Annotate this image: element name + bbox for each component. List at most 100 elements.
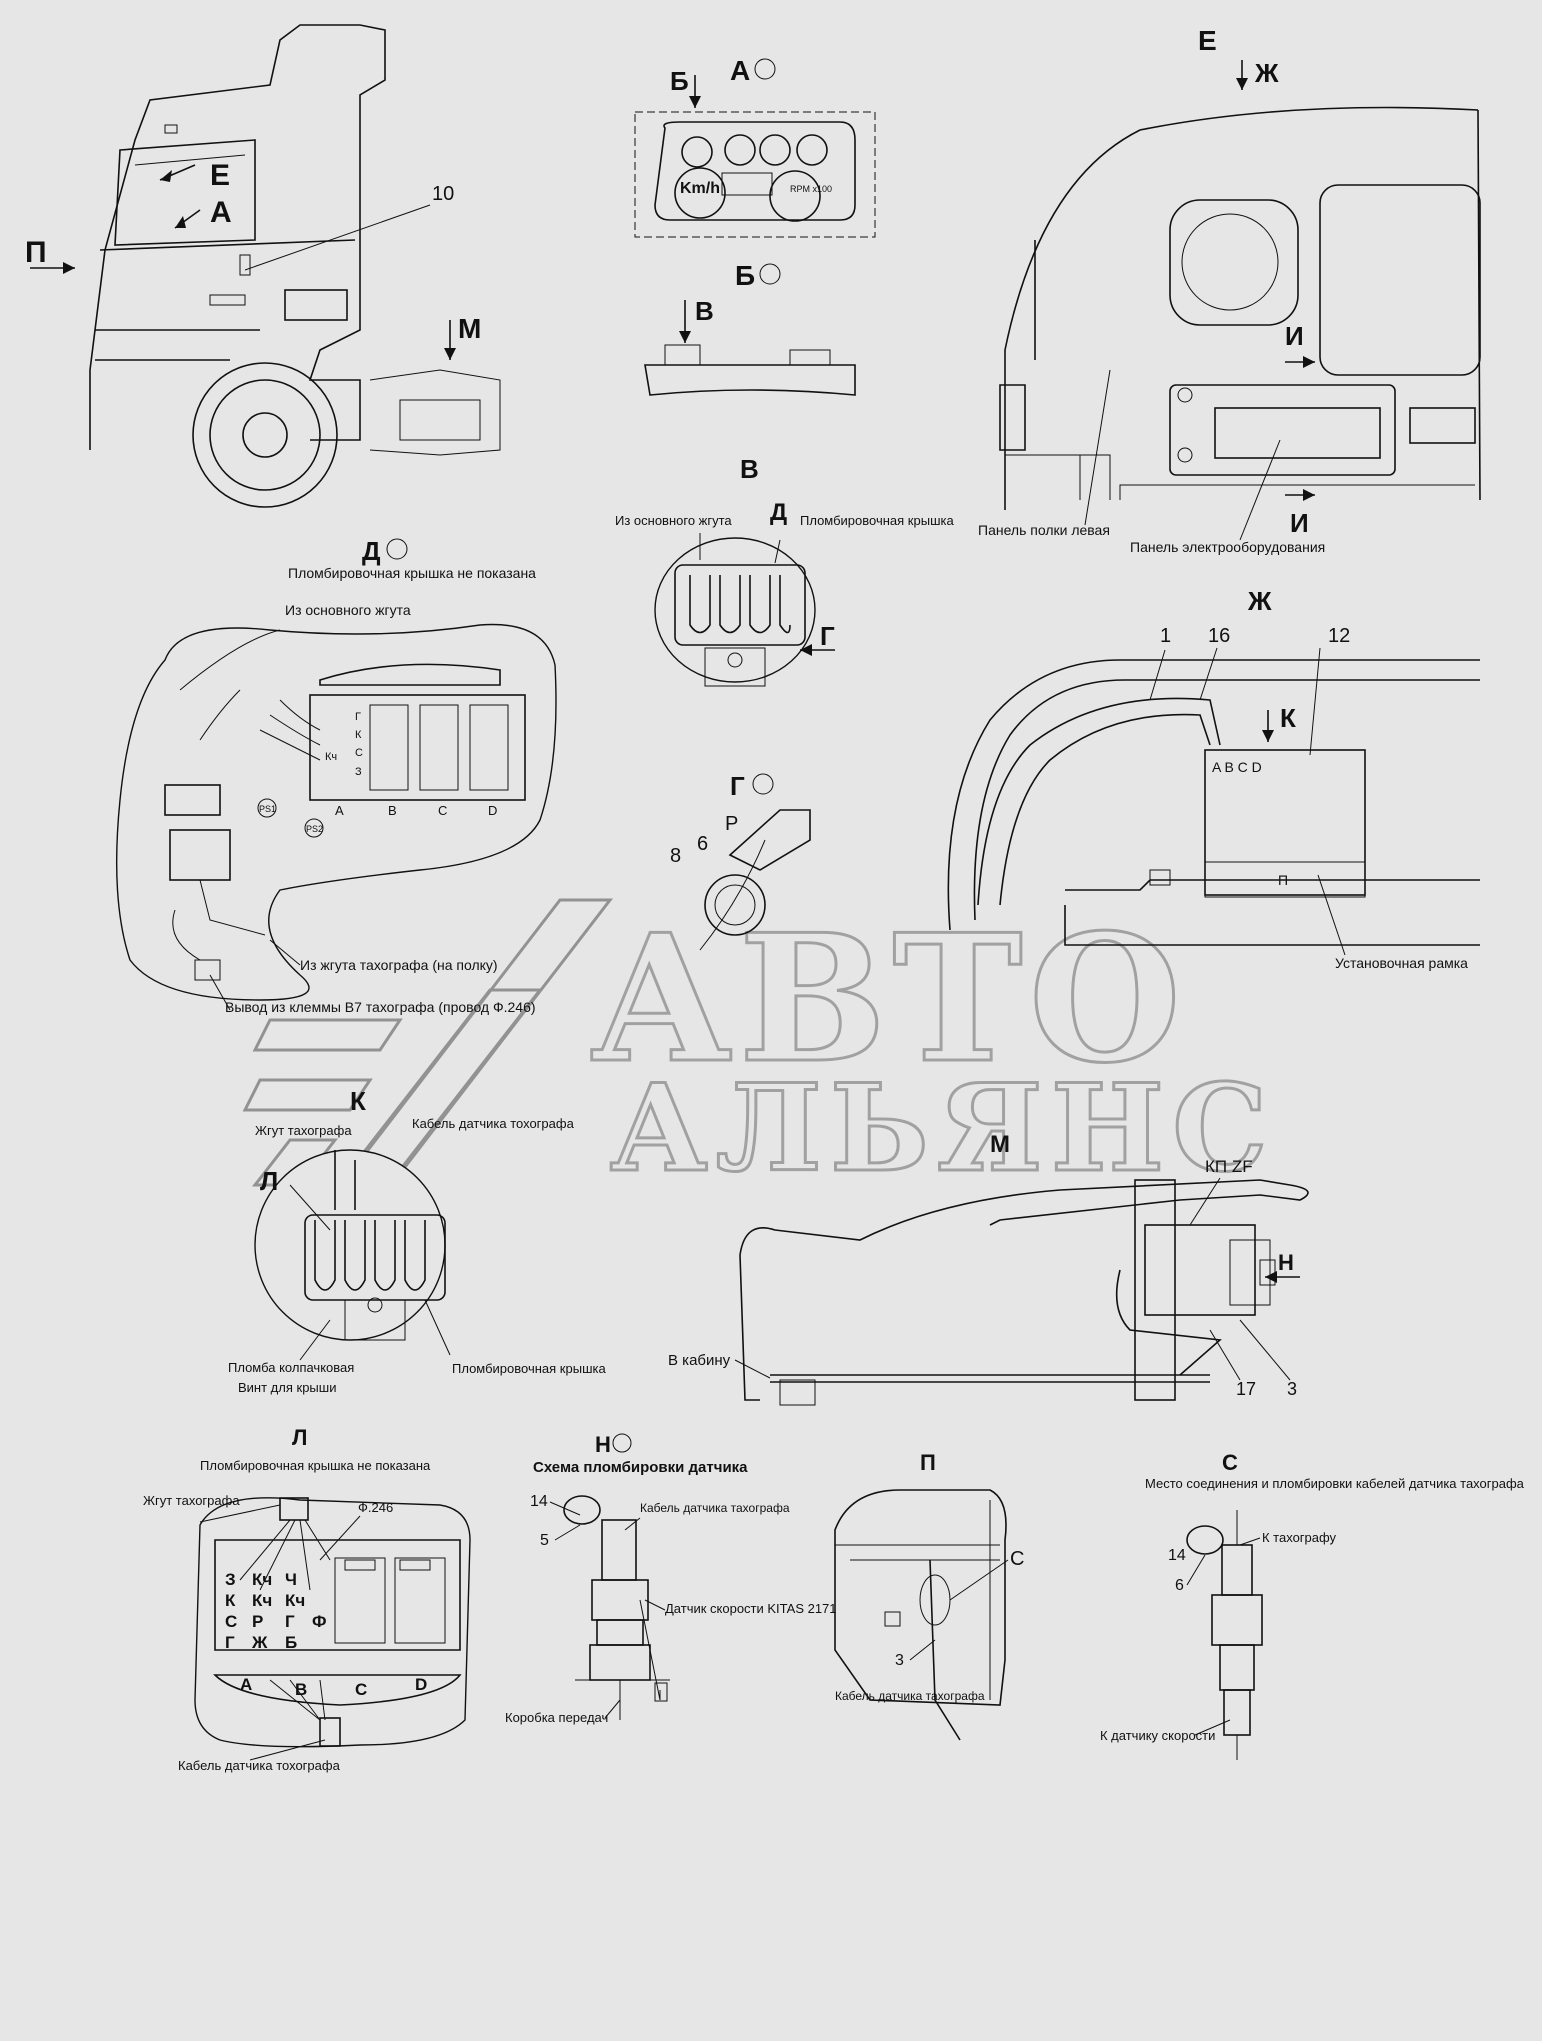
frame-to-cab: В кабину [668,1352,731,1369]
connector-d-socket-C: С [438,803,447,818]
tacho-callout-16: 16 [1208,625,1230,647]
watermark-line1: АВТО [590,897,1187,1102]
connector-l-r2c1: Р [252,1612,263,1631]
connector-l-r1c2: Кч [285,1591,305,1610]
frame-kp-zf: КП ZF [1205,1157,1253,1176]
gauge-rpm: RPM x100 [790,184,832,194]
view-A-title: А [730,55,750,86]
gauge-kmh: Km/h [680,180,720,197]
seal-g-6: 6 [697,833,708,855]
connector-d-socket-A: А [335,803,344,818]
view-V-title: В [740,454,759,484]
connector-d-ps1: PS1 [259,804,276,814]
connector-l-r2c2: Г [285,1612,295,1631]
view-B-console: Б В [644,260,856,396]
connector-l-r1c0: К [225,1591,236,1610]
connector-d-from-tacho: Из жгута тахографа (на полку) [300,957,498,973]
view-S-subtitle: Место соединения и пломбировки кабелей д… [1145,1476,1525,1491]
connector-l-sensor-cable: Кабель датчика тохографа [178,1758,341,1773]
view-P-rear: П С 3 Кабель датчика тахографа [834,1450,1024,1741]
sensor-n-tacho-cable: Кабель датчика тахографа [640,1501,790,1515]
seal-v-cover: Пломбировочная крышка [800,513,954,528]
connector-l-r1c1: Кч [252,1591,272,1610]
shelf-left-panel: Панель полки левая [978,522,1110,538]
connector-l-r3c0: Г [225,1633,235,1652]
connector-d-output-b7: Вывод из клеммы В7 тахографа (провод Ф.2… [225,999,536,1015]
view-G-title: Г [730,771,745,801]
sensor-n-gearbox: Коробка передач [505,1710,608,1725]
connector-l-socket-B: B [295,1680,307,1699]
view-L-title: Л [292,1425,307,1450]
connector-l-r3c2: Б [285,1633,297,1652]
connector-d-pin-2: С [355,747,363,759]
frame-arrow-N: Н [1278,1250,1294,1275]
seal-k-seal-cover: Пломбировочная крышка [452,1361,606,1376]
cab-outline [89,24,386,450]
view-A-marker [754,58,776,80]
connector-l-socket-D: D [415,1675,427,1694]
connector-d-pin-1: К [355,729,362,741]
joint-s-6: 6 [1175,1577,1184,1594]
connector-l-socket-C: C [355,1680,367,1699]
view-E-title: Е [1198,25,1217,56]
connector-d-ps2: PS2 [306,824,323,834]
view-D-title: Д [362,536,381,566]
connector-l-wire-f246: Ф.246 [358,1500,393,1515]
view-N-sensor: Н Схема пломбировки датчика 14 5 Кабель … [505,1432,837,1725]
watermark-line2: АЛЬЯНС [610,1058,1276,1199]
shelf-arrow-I-bottom: И [1290,508,1309,538]
cab-arrow-P: П [25,236,47,269]
tacho-arrow-K: К [1280,703,1296,733]
connector-d-pin-0: Г [355,711,361,723]
seal-v-arrow-D: Д [770,499,787,526]
view-S-title: С [1222,1450,1238,1475]
frame-callout-3: 3 [1287,1379,1297,1399]
tacho-letter-P: П [1278,872,1288,888]
connector-d-pin-4: З [355,766,362,778]
connector-l-r0c1: Кч [252,1570,272,1589]
view-M-frame: М КП ZF Н В кабину 17 3 [668,1131,1309,1406]
connector-l-r0c2: Ч [285,1570,297,1589]
seal-g-8: 8 [670,845,681,867]
view-B-title: Б [735,260,755,291]
shelf-arrow-I-top: И [1285,321,1304,351]
dash-arrow-V: В [695,296,714,326]
seal-g-P: Р [725,813,738,835]
dash-arrow-B: Б [670,66,689,96]
view-A-dashboard: А Б Km/h RPM x100 [634,55,876,238]
connector-l-r3c1: Ж [251,1633,268,1652]
connector-d-socket-D: D [488,803,497,818]
tacho-callout-1: 1 [1160,625,1171,647]
tacho-sockets: A B C D [1212,759,1262,775]
frame-callout-17: 17 [1236,1379,1256,1399]
rear-p-callout-3: 3 [895,1652,904,1669]
sensor-n-14: 14 [530,1493,548,1510]
view-D-connector: Д Пломбировочная крышка не показана Из о… [115,536,557,1015]
seal-v-from-main: Из основного жгута [615,513,732,528]
rear-p-callout-S: С [1010,1548,1024,1570]
view-E-shelf: Е Ж И И Панель полки левая Панель электр… [978,25,1481,555]
tacho-mounting-frame: Установочная рамка [1335,955,1468,971]
watermark: АВТО АЛЬЯНС [242,896,1276,1262]
cab-arrow-E: Е [210,159,230,192]
connector-d-pin-3: Кч [325,751,337,763]
seal-k-harness: Жгут тахографа [255,1123,352,1138]
shelf-arrow-ZH: Ж [1254,58,1279,88]
view-N-subtitle: Схема пломбировки датчика [533,1459,748,1476]
view-P-title: П [920,1450,936,1475]
view-M-title: М [990,1131,1010,1158]
joint-s-14: 14 [1168,1547,1186,1564]
view-G-seal-wire: Г Р 6 8 [670,771,811,951]
seal-k-sensor-cable: Кабель датчика тохографа [412,1116,575,1131]
cab-callout-10: 10 [432,183,454,205]
connector-l-harness: Жгут тахографа [143,1493,240,1508]
view-ZH-tachograph: Ж A B C D П 1 16 12 К Установочная рамка [947,586,1480,971]
view-V-seal: В Из основного жгута Пломбировочная крыш… [615,454,954,687]
seal-k-cover-screw: Винт для крыши [238,1380,336,1395]
view-K-title: К [350,1086,366,1116]
connector-l-socket-A: A [240,1675,252,1694]
connector-d-from-main: Из основного жгута [285,602,411,618]
shelf-electrical-panel: Панель электрооборудования [1130,539,1325,555]
connector-l-r2c0: С [225,1612,237,1631]
